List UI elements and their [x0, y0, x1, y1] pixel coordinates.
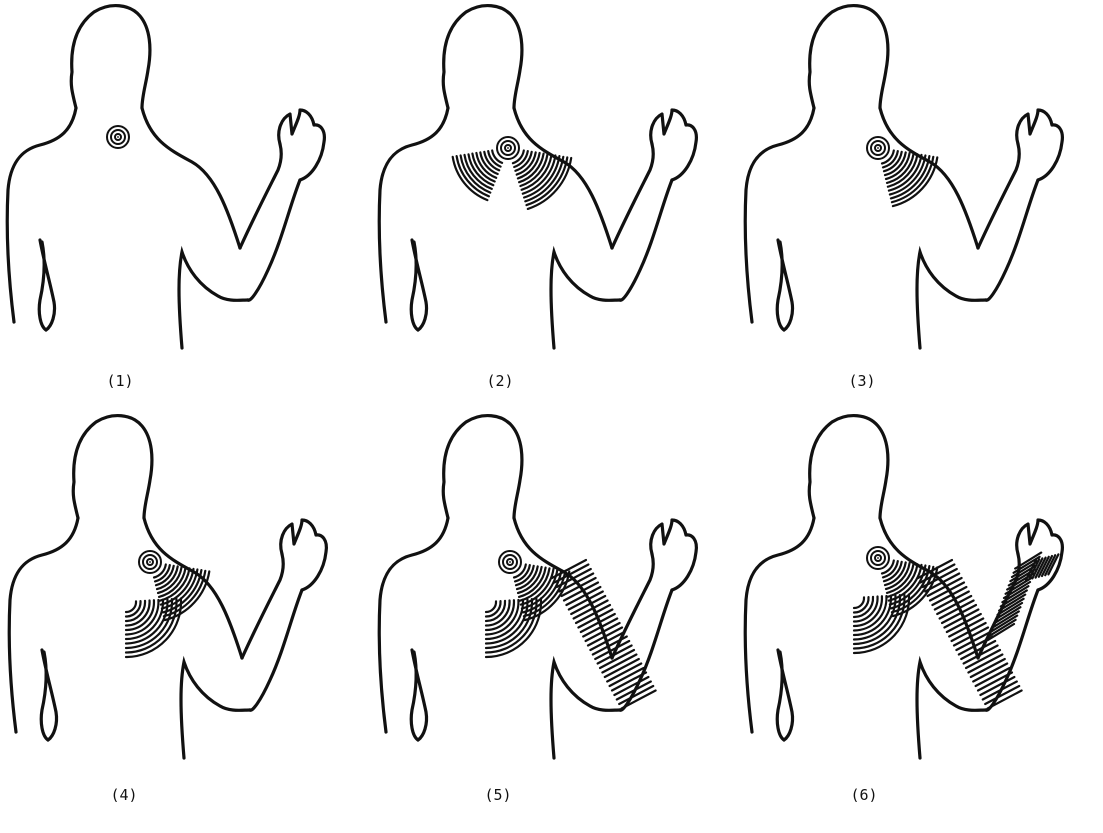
panel-3	[745, 6, 1062, 348]
hatch-scapula	[126, 599, 181, 658]
trigger-point-icon	[499, 551, 521, 573]
panel-caption: (1)	[106, 372, 133, 390]
panel-4	[9, 416, 326, 758]
hatch-scapula	[854, 595, 909, 654]
hatch-left-shoulder	[453, 151, 502, 201]
panel-5	[379, 416, 696, 758]
hatch-trapezius	[882, 151, 937, 207]
trigger-point-icon	[867, 137, 889, 159]
panel-caption: (2)	[486, 372, 513, 390]
body-outline	[7, 6, 324, 348]
panel-caption: (6)	[850, 786, 877, 804]
panel-1	[7, 6, 324, 348]
trigger-point-icon	[107, 126, 129, 148]
body-outline	[379, 6, 696, 348]
hatch-right-shoulder	[513, 151, 571, 209]
panel-caption: (5)	[484, 786, 511, 804]
hatch-scapula	[486, 599, 541, 658]
body-outline	[9, 416, 326, 758]
trigger-point-icon	[867, 547, 889, 569]
trigger-point-icon	[139, 551, 161, 573]
panel-2	[379, 6, 696, 348]
panel-6	[745, 416, 1062, 758]
body-outline	[379, 416, 696, 758]
panel-caption: (4)	[110, 786, 137, 804]
trigger-point-icon	[497, 137, 519, 159]
body-outline	[745, 6, 1062, 348]
body-outline	[745, 416, 1062, 758]
panel-caption: (3)	[848, 372, 875, 390]
